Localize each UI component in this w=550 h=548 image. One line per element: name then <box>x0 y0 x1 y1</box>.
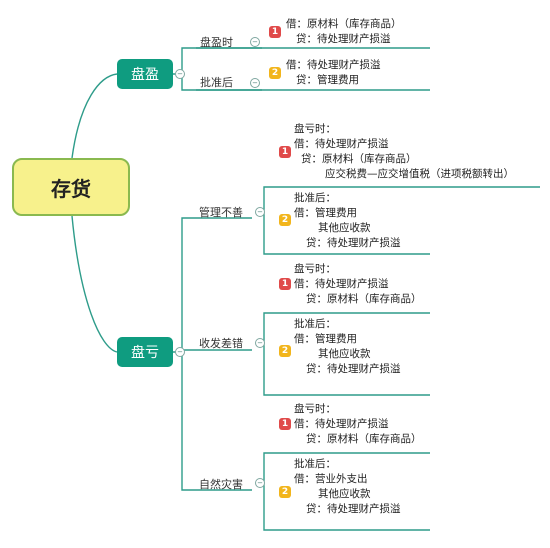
entry-line: 盘亏时： <box>294 263 336 275</box>
entry-line: 借：待处理财产损溢 <box>294 278 389 290</box>
priority-2-icon: 2 <box>279 345 291 357</box>
surplus-approved-label: 批准后 <box>200 76 233 89</box>
surplus-node[interactable]: 盘盈 <box>117 59 173 89</box>
deficit-node[interactable]: 盘亏 <box>117 337 173 367</box>
entry-line: 应交税费—应交增值税（进项税额转出） <box>325 168 514 180</box>
entry-line: 借：待处理财产损溢 <box>294 138 389 150</box>
minus-circle-icon[interactable]: − <box>175 69 185 79</box>
mismanage-label: 管理不善 <box>199 206 243 219</box>
entry-line: 其他应收款 <box>318 222 371 234</box>
root-node[interactable]: 存货 <box>12 158 130 216</box>
shipping-error-label: 收发差错 <box>199 337 243 350</box>
entry-line: 借：待处理财产损溢 <box>294 418 389 430</box>
entry-line: 借：原材料（库存商品） <box>286 18 402 30</box>
priority-1-icon: 1 <box>279 146 291 158</box>
entry-line: 贷：待处理财产损溢 <box>306 237 401 249</box>
disaster-label: 自然灾害 <box>199 478 243 491</box>
entry-line: 其他应收款 <box>318 348 371 360</box>
priority-1-icon: 1 <box>279 278 291 290</box>
minus-circle-icon[interactable]: − <box>250 78 260 88</box>
entry-line: 其他应收款 <box>318 488 371 500</box>
entry-line: 借：管理费用 <box>294 207 357 219</box>
minus-circle-icon[interactable]: − <box>255 478 265 488</box>
entry-line: 借：营业外支出 <box>294 473 368 485</box>
minus-circle-icon[interactable]: − <box>255 338 265 348</box>
entry-line: 批准后： <box>294 192 336 204</box>
entry-line: 贷：管理费用 <box>296 74 359 86</box>
priority-1-icon: 1 <box>269 26 281 38</box>
entry-line: 借：管理费用 <box>294 333 357 345</box>
entry-line: 批准后： <box>294 318 336 330</box>
minus-circle-icon[interactable]: − <box>250 37 260 47</box>
entry-line: 贷：原材料（库存商品） <box>306 293 422 305</box>
entry-line: 批准后： <box>294 458 336 470</box>
entry-line: 贷：待处理财产损溢 <box>296 33 391 45</box>
priority-2-icon: 2 <box>279 486 291 498</box>
entry-line: 盘亏时： <box>294 123 336 135</box>
minus-circle-icon[interactable]: − <box>175 347 185 357</box>
priority-2-icon: 2 <box>279 214 291 226</box>
entry-line: 盘亏时： <box>294 403 336 415</box>
priority-2-icon: 2 <box>269 67 281 79</box>
entry-line: 贷：原材料（库存商品） <box>301 153 417 165</box>
minus-circle-icon[interactable]: − <box>255 207 265 217</box>
entry-line: 借：待处理财产损溢 <box>286 59 381 71</box>
entry-line: 贷：原材料（库存商品） <box>306 433 422 445</box>
surplus-found-label: 盘盈时 <box>200 36 233 49</box>
entry-line: 贷：待处理财产损溢 <box>306 363 401 375</box>
priority-1-icon: 1 <box>279 418 291 430</box>
entry-line: 贷：待处理财产损溢 <box>306 503 401 515</box>
